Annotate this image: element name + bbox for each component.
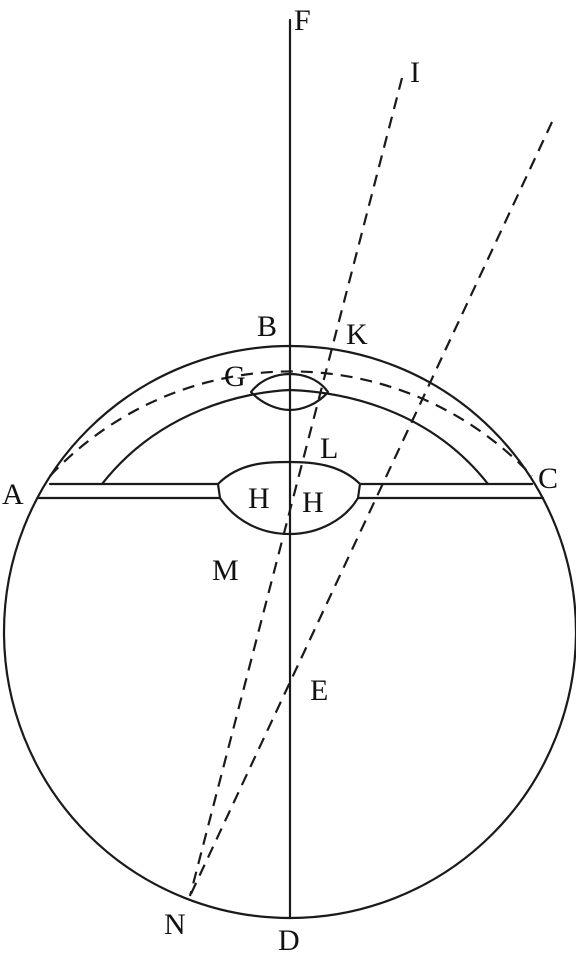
label-K: K <box>346 318 368 351</box>
label-A: A <box>2 478 24 511</box>
label-I: I <box>410 56 420 89</box>
lens-h-shape <box>216 460 362 536</box>
lens-g-shape <box>249 372 330 412</box>
label-L: L <box>320 432 338 465</box>
label-E: E <box>310 674 328 707</box>
ray-i-n <box>188 77 404 897</box>
label-F: F <box>294 4 311 37</box>
label-M: M <box>212 554 239 587</box>
inner-solid-arc <box>100 388 490 486</box>
label-G: G <box>224 360 246 393</box>
label-N: N <box>164 908 186 941</box>
label-C: C <box>538 462 558 495</box>
label-B: B <box>257 310 277 343</box>
ray-upper-right-n <box>189 121 553 897</box>
label-H-left: H <box>248 482 270 515</box>
label-D: D <box>278 924 300 957</box>
label-H-right: H <box>302 486 324 519</box>
